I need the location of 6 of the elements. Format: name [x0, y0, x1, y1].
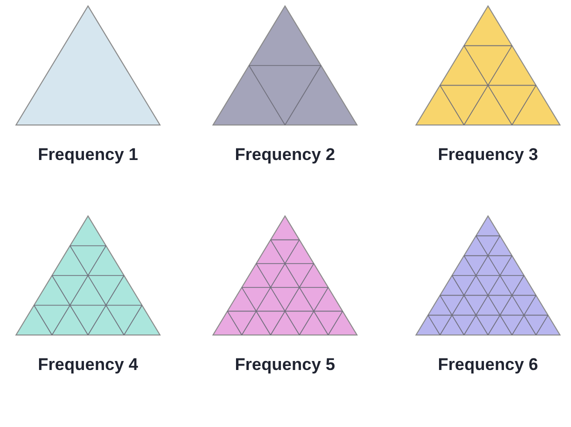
node-label: Frequency 4 — [38, 355, 138, 375]
node-label: Frequency 2 — [234, 145, 336, 165]
node-label: Frequency 1 — [38, 145, 138, 165]
node-label: Frequency 6 — [438, 355, 538, 375]
node-label: Frequency 3 — [438, 145, 538, 165]
node-label: Frequency 5 — [234, 355, 336, 375]
